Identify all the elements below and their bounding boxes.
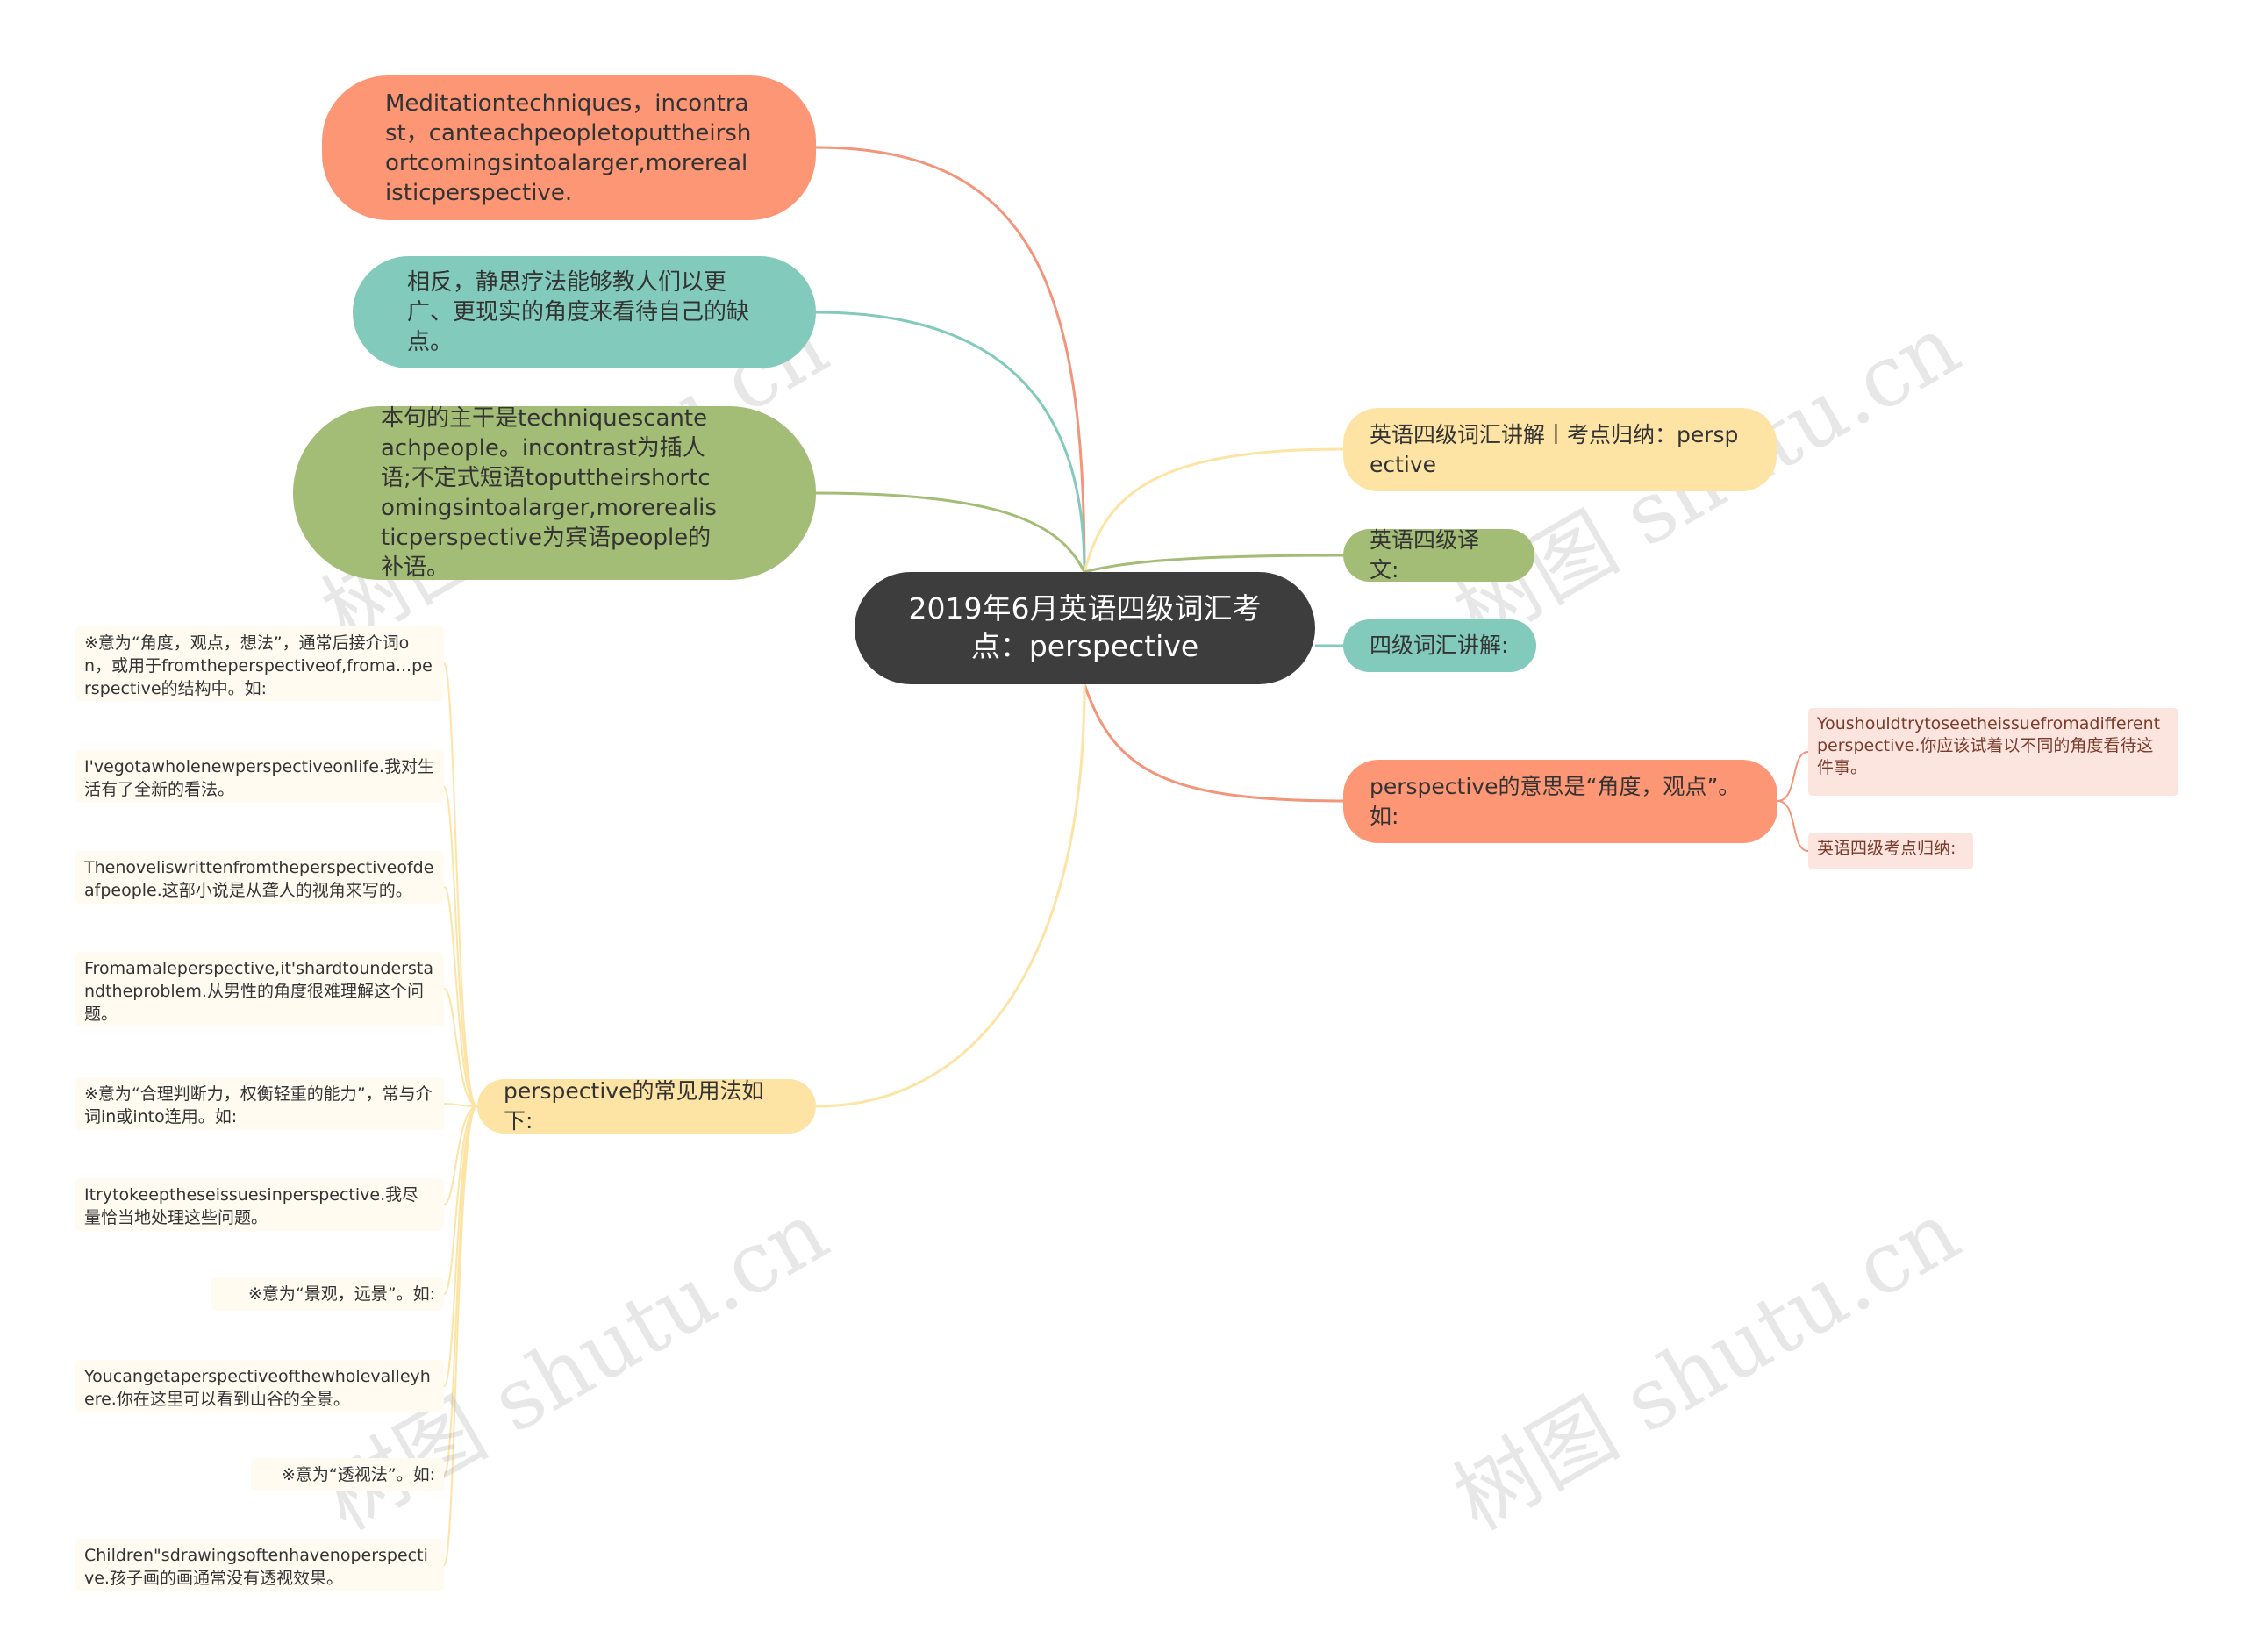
link-grammar [815,491,1086,573]
node-cihui[interactable]: 四级词汇讲解: [1343,619,1536,672]
node-meaning-example[interactable]: Youshouldtrytoseetheissuefromadifferentp… [1808,708,2178,796]
usage-item[interactable]: Youcangetaperspectiveofthewholevalleyher… [75,1360,444,1412]
node-yiwen[interactable]: 英语四级译文: [1343,527,1534,583]
node-meditation-sentence[interactable]: Meditationtechniques，incontrast，canteach… [322,75,816,220]
node-meaning[interactable]: perspective的意思是“角度，观点”。如: [1343,760,1777,843]
root-topic-label: 2019年6月英语四级词汇考点：perspective [908,591,1262,663]
node-kaodian-text: 英语四级词汇讲解丨考点归纳：perspective [1370,421,1739,477]
usage-item[interactable]: Fromamaleperspective,it'shardtounderstan… [75,952,444,1026]
root-topic[interactable]: 2019年6月英语四级词汇考点：perspective [855,572,1315,684]
link-meditation [815,146,1086,573]
usage-item[interactable]: ※意为“透视法”。如: [251,1458,444,1491]
node-yiwen-text: 英语四级译文: [1370,527,1480,583]
node-grammar-text: 本句的主干是techniquescanteachpeople。incontras… [381,405,717,581]
link-meaning-1 [1777,751,1809,802]
node-grammar[interactable]: 本句的主干是techniquescanteachpeople。incontras… [293,405,816,581]
link-meaning-2 [1777,800,1809,852]
node-usage-text: perspective的常见用法如下: [504,1078,764,1134]
usage-item[interactable]: ※意为“角度，观点，想法”，通常后接介词on，或用于fromtheperspec… [75,626,444,701]
node-meditation-sentence-text: Meditationtechniques，incontrast，canteach… [385,89,752,206]
usage-item[interactable]: Thenoveliswrittenfromtheperspectiveofdea… [75,851,444,904]
link-meaning [1083,683,1344,803]
node-meaning-summary[interactable]: 英语四级考点归纳: [1808,833,1973,869]
node-translation[interactable]: 相反，静思疗法能够教人们以更广、更现实的角度来看待自己的缺点。 [353,256,816,368]
link-usage [815,683,1086,1108]
usage-item[interactable]: I'vegotawholenewperspectiveonlife.我对生活有了… [75,750,444,803]
usage-item[interactable]: Itrytokeeptheseissuesinperspective.我尽量恰当… [75,1178,444,1231]
link-kaodian [1083,447,1344,573]
link-yiwen [1084,554,1344,574]
node-meaning-text: perspective的意思是“角度，观点”。如: [1370,773,1741,829]
node-cihui-text: 四级词汇讲解: [1370,633,1509,658]
node-kaodian[interactable]: 英语四级词汇讲解丨考点归纳：perspective [1343,408,1777,491]
node-translation-text: 相反，静思疗法能够教人们以更广、更现实的角度来看待自己的缺点。 [407,269,750,355]
usage-item[interactable]: Children"sdrawingsoftenhavenoperspective… [75,1539,444,1591]
usage-item[interactable]: ※意为“景观，远景”。如: [211,1277,444,1311]
usage-item[interactable]: ※意为“合理判断力，权衡轻重的能力”，常与介词in或into连用。如: [75,1077,444,1130]
node-usage[interactable]: perspective的常见用法如下: [477,1078,816,1134]
link-translation [815,311,1086,573]
